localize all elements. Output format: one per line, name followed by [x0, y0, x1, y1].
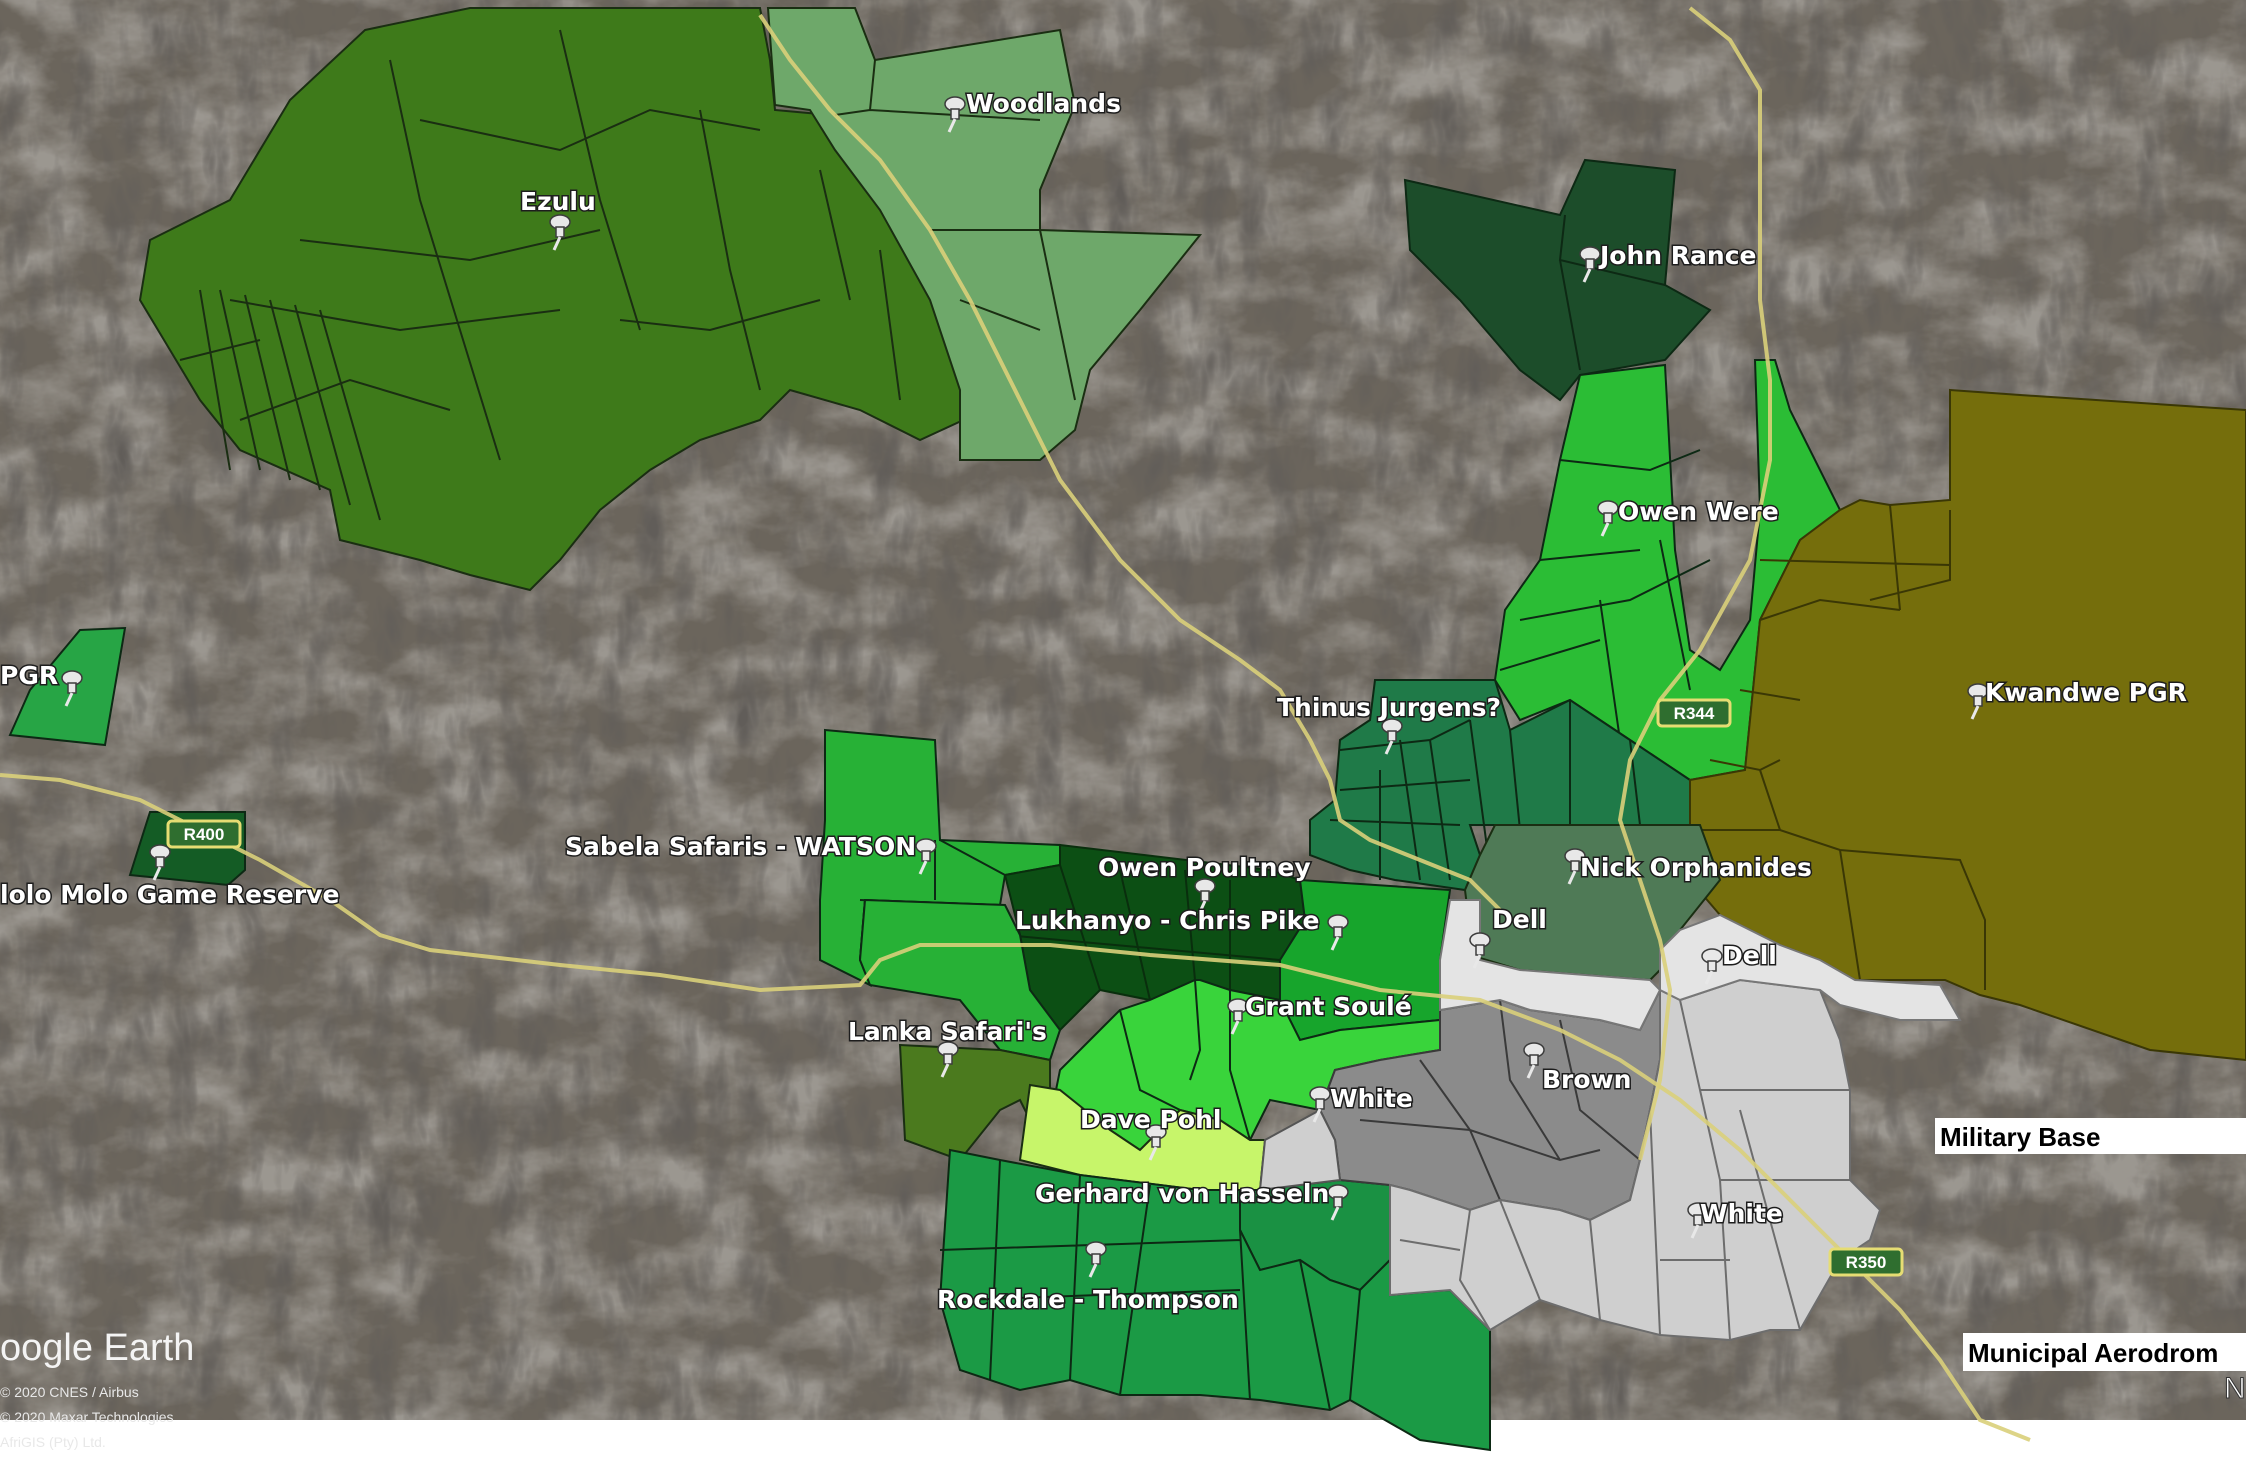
pin-icon[interactable]	[1227, 998, 1249, 1035]
svg-text:Municipal Aerodrom: Municipal Aerodrom	[1968, 1338, 2218, 1368]
label-thinus-jurgens: Thinus Jurgens?	[1277, 693, 1501, 722]
pin-icon[interactable]	[149, 844, 171, 881]
pin-icon[interactable]	[1194, 878, 1216, 915]
property-labels: Woodlands Ezulu John Rance Owen Were PGR…	[0, 88, 2188, 1316]
property-white-east[interactable]	[1389, 978, 1882, 1342]
pin-icon[interactable]	[549, 214, 571, 251]
label-lanka-safaris: Lanka Safari's	[848, 1017, 1047, 1046]
pin-icon[interactable]	[1145, 1124, 1167, 1161]
label-white-east: White	[1700, 1199, 1783, 1228]
label-owen-poultney: Owen Poultney	[1098, 853, 1311, 882]
property-kwandwe-pgr[interactable]	[1689, 388, 2246, 1062]
label-sabela-safaris: Sabela Safaris - WATSON	[565, 832, 916, 861]
pin-icon[interactable]	[1597, 500, 1619, 537]
label-white-west: White	[1330, 1084, 1413, 1113]
scale-bar: 10 km	[1923, 1430, 2217, 1454]
label-dell-north: Dell	[1492, 905, 1547, 934]
pin-icon[interactable]	[1687, 1202, 1709, 1239]
property-woodlands[interactable]	[766, 7, 1203, 461]
pin-icon[interactable]	[1469, 932, 1491, 969]
property-thinus-jurgens[interactable]	[1309, 679, 1691, 892]
label-dave-pohl: Dave Pohl	[1080, 1105, 1221, 1134]
road-shield-r344: R344	[1656, 698, 1732, 728]
road-shield-r350: R350	[1828, 1247, 1904, 1277]
roads	[0, 6, 2031, 1442]
label-rockdale-thompson: Rockdale - Thompson	[937, 1285, 1239, 1314]
label-pgr: PGR	[0, 661, 58, 690]
label-molo-molo: lolo Molo Game Reserve	[0, 880, 339, 909]
label-grant-soule: Grant Soulé	[1245, 992, 1412, 1021]
label-lukhanyo: Lukhanyo - Chris Pike	[1015, 906, 1320, 935]
pin-icon[interactable]	[1564, 848, 1586, 885]
label-kwandwe-pgr: Kwandwe PGR	[1985, 678, 2187, 707]
compass-icon[interactable]: N	[2224, 1372, 2246, 1406]
pin-icon[interactable]	[944, 96, 966, 133]
google-earth-logo: oogle Earth	[0, 1327, 194, 1369]
svg-text:Military Base: Military Base	[1940, 1122, 2100, 1152]
property-white-west[interactable]	[1258, 1108, 1342, 1192]
attribution: © 2020 CNES / Airbus © 2020 Maxar Techno…	[0, 1384, 174, 1450]
label-ezulu: Ezulu	[520, 187, 596, 216]
label-brown: Brown	[1542, 1065, 1631, 1094]
pin-icon[interactable]	[937, 1041, 959, 1078]
label-military-base: Military Base	[1935, 1118, 2246, 1154]
pin-icon[interactable]	[1701, 948, 1723, 985]
pin-icon[interactable]	[915, 838, 937, 875]
label-gerhard-von-hasseln: Gerhard von Hasseln	[1035, 1179, 1329, 1208]
pin-icon[interactable]	[1967, 683, 1989, 720]
attribution-line: © 2020 Maxar Technologies	[0, 1409, 174, 1425]
property-john-rance[interactable]	[1403, 158, 1712, 402]
label-owen-were: Owen Were	[1618, 497, 1779, 526]
pin-icon[interactable]	[1523, 1042, 1545, 1079]
road-shield-r400: R400	[166, 819, 242, 849]
attribution-line: AfriGIS (Pty) Ltd.	[0, 1434, 106, 1450]
road-label-r344: R344	[1674, 704, 1715, 723]
compass-label: N	[2224, 1372, 2246, 1405]
label-woodlands: Woodlands	[966, 89, 1121, 118]
label-nick-orphanides: Nick Orphanides	[1580, 853, 1812, 882]
placemark-pins	[61, 96, 1989, 1278]
pin-icon[interactable]	[1085, 1241, 1107, 1278]
attribution-line: © 2020 CNES / Airbus	[0, 1384, 139, 1400]
pin-icon[interactable]	[1327, 1184, 1349, 1221]
pin-icon[interactable]	[1327, 914, 1349, 951]
road-label-r400: R400	[184, 825, 225, 844]
pin-icon[interactable]	[1381, 718, 1403, 755]
property-dell[interactable]	[1439, 899, 1962, 1032]
scale-label: 10 km	[2077, 1430, 2131, 1452]
pin-icon[interactable]	[1579, 246, 1601, 283]
road-label-r350: R350	[1846, 1253, 1887, 1272]
pin-icon[interactable]	[1309, 1086, 1331, 1123]
label-municipal-aerodrome: Municipal Aerodrom	[1963, 1333, 2246, 1371]
label-john-rance: John Rance	[1598, 241, 1756, 270]
pin-icon[interactable]	[61, 670, 83, 707]
label-dell-east: Dell	[1722, 941, 1777, 970]
